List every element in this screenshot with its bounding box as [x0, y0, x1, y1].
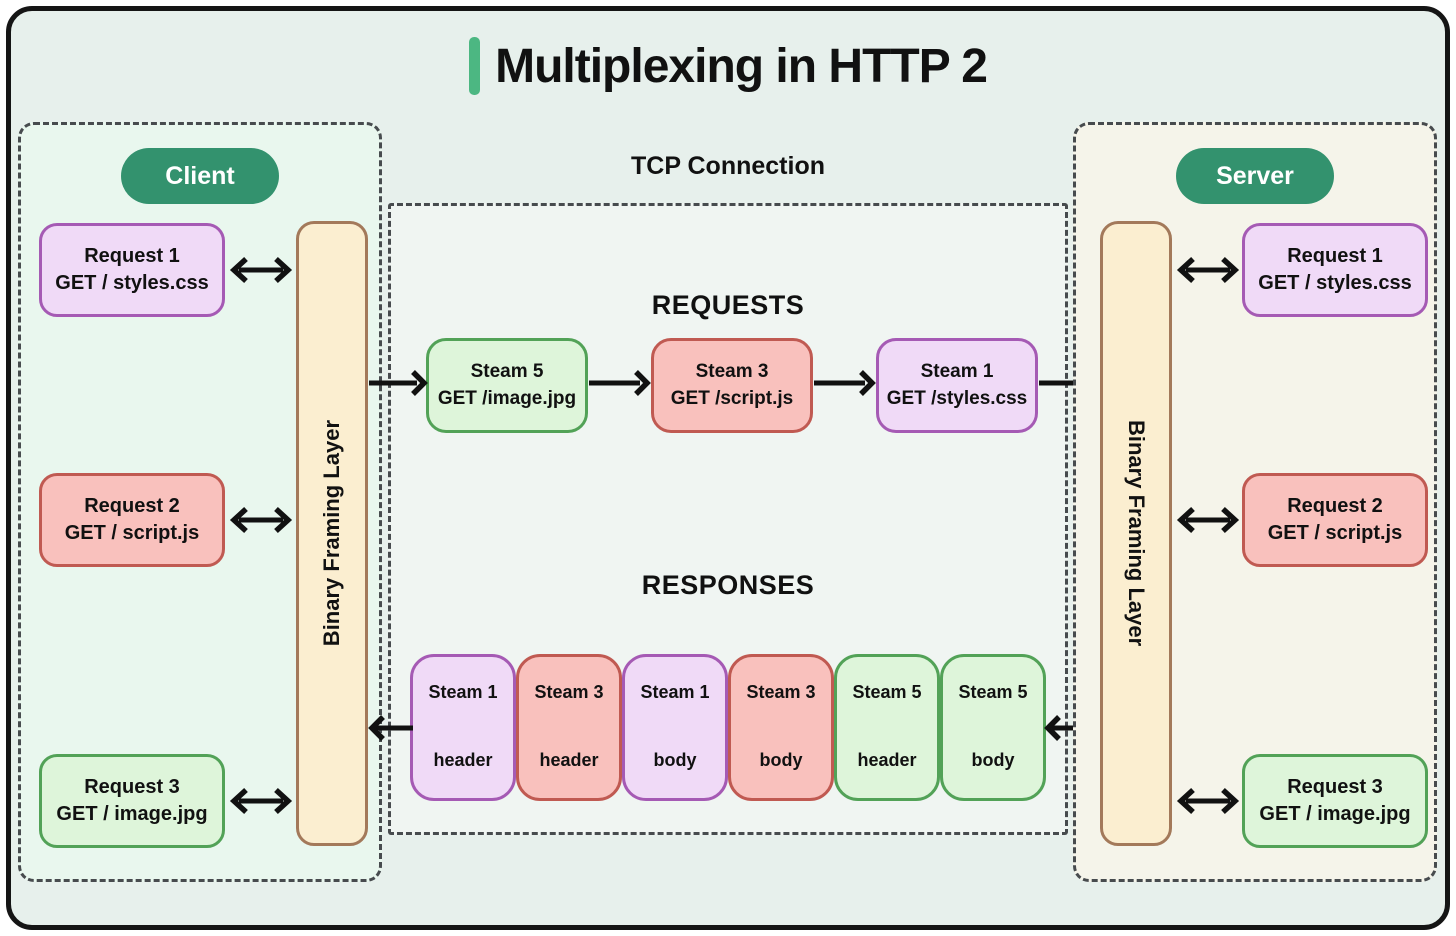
double-arrow-icon [229, 256, 293, 284]
requests-heading: REQUESTS [651, 290, 805, 320]
arrow-right-icon [814, 370, 876, 396]
client-request-3: Request 3 GET / image.jpg [39, 754, 225, 848]
frame-stream: Steam 3 [695, 360, 769, 382]
request-path: GET / script.js [1267, 522, 1403, 544]
frame-part: header [857, 750, 917, 770]
request-title: Request 3 [1287, 776, 1383, 798]
page-title: Multiplexing in HTTP 2 [495, 39, 988, 93]
client-badge: Client [121, 148, 279, 204]
response-frame-steam3-body: Steam 3 body [728, 654, 834, 801]
frame-path: GET /image.jpg [437, 387, 577, 409]
tcp-connection-box: REQUESTS Steam 5 GET /image.jpg Steam 3 … [368, 203, 1102, 835]
request-path: GET / styles.css [1258, 272, 1412, 294]
double-arrow-icon [1176, 506, 1240, 534]
response-frame-steam1-header: Steam 1 header [410, 654, 516, 801]
client-request-2: Request 2 GET / script.js [39, 473, 225, 567]
request-title: Request 2 [1287, 495, 1383, 517]
server-request-1: Request 1 GET / styles.css [1242, 223, 1428, 317]
frame-stream: Steam 3 [534, 682, 604, 702]
server-binary-framing-layer: Binary Framing Layer [1100, 221, 1172, 846]
double-arrow-icon [229, 506, 293, 534]
request-frame-steam5: Steam 5 GET /image.jpg [426, 338, 588, 433]
double-arrow-icon [1176, 787, 1240, 815]
frame-stream: Steam 1 [640, 682, 710, 702]
response-frame-steam1-body: Steam 1 body [622, 654, 728, 801]
response-frame-steam3-header: Steam 3 header [516, 654, 622, 801]
client-panel: Client Request 1 GET / styles.css Reques… [18, 122, 382, 882]
server-request-2: Request 2 GET / script.js [1242, 473, 1428, 567]
frame-path: GET /styles.css [886, 387, 1028, 409]
double-arrow-icon [229, 787, 293, 815]
frame-stream: Steam 1 [428, 682, 498, 702]
frame-part: header [433, 750, 493, 770]
frame-part: body [971, 750, 1015, 770]
double-arrow-icon [1176, 256, 1240, 284]
request-path: GET / image.jpg [1259, 803, 1411, 825]
client-binary-framing-layer: Binary Framing Layer [296, 221, 368, 846]
binary-framing-layer-label: Binary Framing Layer [1124, 420, 1149, 647]
client-request-1: Request 1 GET / styles.css [39, 223, 225, 317]
request-frame-steam1: Steam 1 GET /styles.css [876, 338, 1038, 433]
frame-stream: Steam 5 [852, 682, 922, 702]
request-title: Request 2 [84, 495, 180, 517]
frame-path: GET /script.js [670, 387, 794, 409]
frame-part: body [653, 750, 697, 770]
arrow-right-icon [369, 370, 428, 396]
response-frames-row: Steam 1 header Steam 3 header Steam 1 bo… [410, 654, 1046, 801]
server-panel: Server Binary Framing Layer Request 1 GE… [1073, 122, 1437, 882]
arrow-right-icon [589, 370, 651, 396]
response-frame-steam5-body: Steam 5 body [940, 654, 1046, 801]
request-path: GET / styles.css [55, 272, 209, 294]
server-badge: Server [1176, 148, 1334, 204]
request-path: GET / image.jpg [56, 803, 208, 825]
frame-stream: Steam 5 [958, 682, 1028, 702]
frame-stream: Steam 5 [470, 360, 544, 382]
request-title: Request 1 [84, 245, 180, 267]
arrow-left-icon [368, 715, 413, 741]
frame-part: body [759, 750, 803, 770]
frame-stream: Steam 1 [920, 360, 994, 382]
request-title: Request 1 [1287, 245, 1383, 267]
binary-framing-layer-label: Binary Framing Layer [319, 420, 344, 647]
request-title: Request 3 [84, 776, 180, 798]
frame-part: header [539, 750, 599, 770]
tcp-connection-label: TCP Connection [631, 152, 825, 180]
title-accent-bar [469, 37, 481, 95]
responses-heading: RESPONSES [641, 570, 815, 600]
request-frame-steam3: Steam 3 GET /script.js [651, 338, 813, 433]
frame-stream: Steam 3 [746, 682, 816, 702]
request-path: GET / script.js [64, 522, 200, 544]
title-bar: Multiplexing in HTTP 2 [0, 30, 1456, 102]
server-request-3: Request 3 GET / image.jpg [1242, 754, 1428, 848]
response-frame-steam5-header: Steam 5 header [834, 654, 940, 801]
